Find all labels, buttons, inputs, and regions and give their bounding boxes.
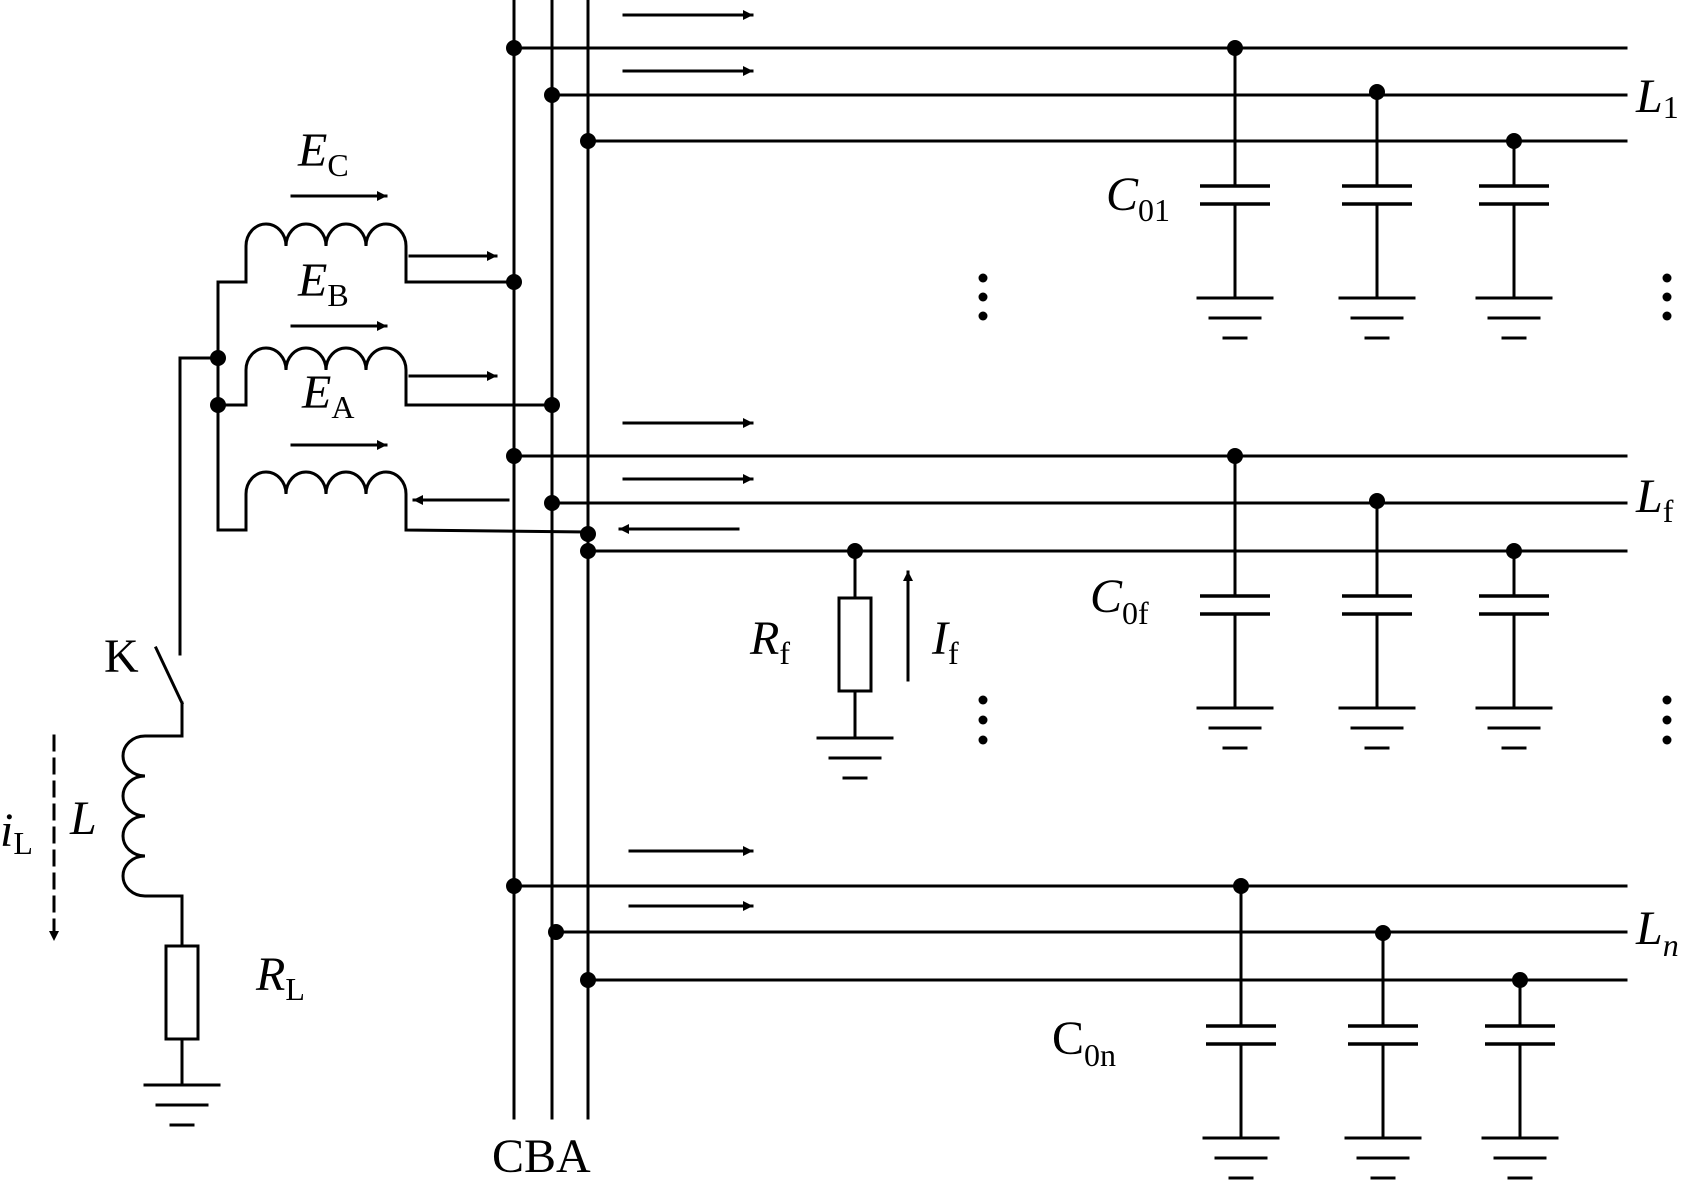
source-eb-label: EB [297, 254, 349, 313]
winding-ea [244, 470, 589, 534]
fault-resistor-label: Rf [749, 612, 790, 671]
capacitor-c0f-label: C0f [1090, 570, 1149, 631]
resistor-rl [164, 944, 200, 1041]
fault-current-label: If [931, 612, 959, 671]
switch-k [154, 646, 184, 705]
feeder-l1-label: L1 [1635, 70, 1679, 125]
winding-eb [244, 346, 552, 407]
bus-bars [512, 0, 590, 1120]
switch-k-label: K [104, 630, 139, 683]
bus-label: CBA [492, 1130, 591, 1183]
three-phase-source: EC EB EA [210, 124, 596, 542]
source-ec-label: EC [297, 124, 349, 183]
feeder-lf: Lf C0f Rf If [506, 418, 1674, 780]
inductor-current-label: iL [0, 804, 33, 861]
inductor-l-label: L [69, 792, 97, 845]
resistor-rl-label: RL [255, 948, 305, 1007]
grounding-branch: K L RL iL [0, 356, 305, 1127]
feeder-ln: Ln C0n [506, 846, 1679, 1180]
capacitor-c01-label: C01 [1106, 168, 1170, 228]
winding-ec [244, 222, 514, 284]
capacitor-c0n-label: C0n [1052, 1012, 1116, 1073]
feeder-ln-label: Ln [1635, 902, 1679, 963]
inductor-l [121, 734, 184, 946]
feeder-lf-label: Lf [1635, 470, 1674, 529]
fault-resistor [837, 596, 873, 693]
source-ea-label: EA [301, 366, 354, 425]
feeder-l1: L1 C01 [506, 10, 1679, 340]
